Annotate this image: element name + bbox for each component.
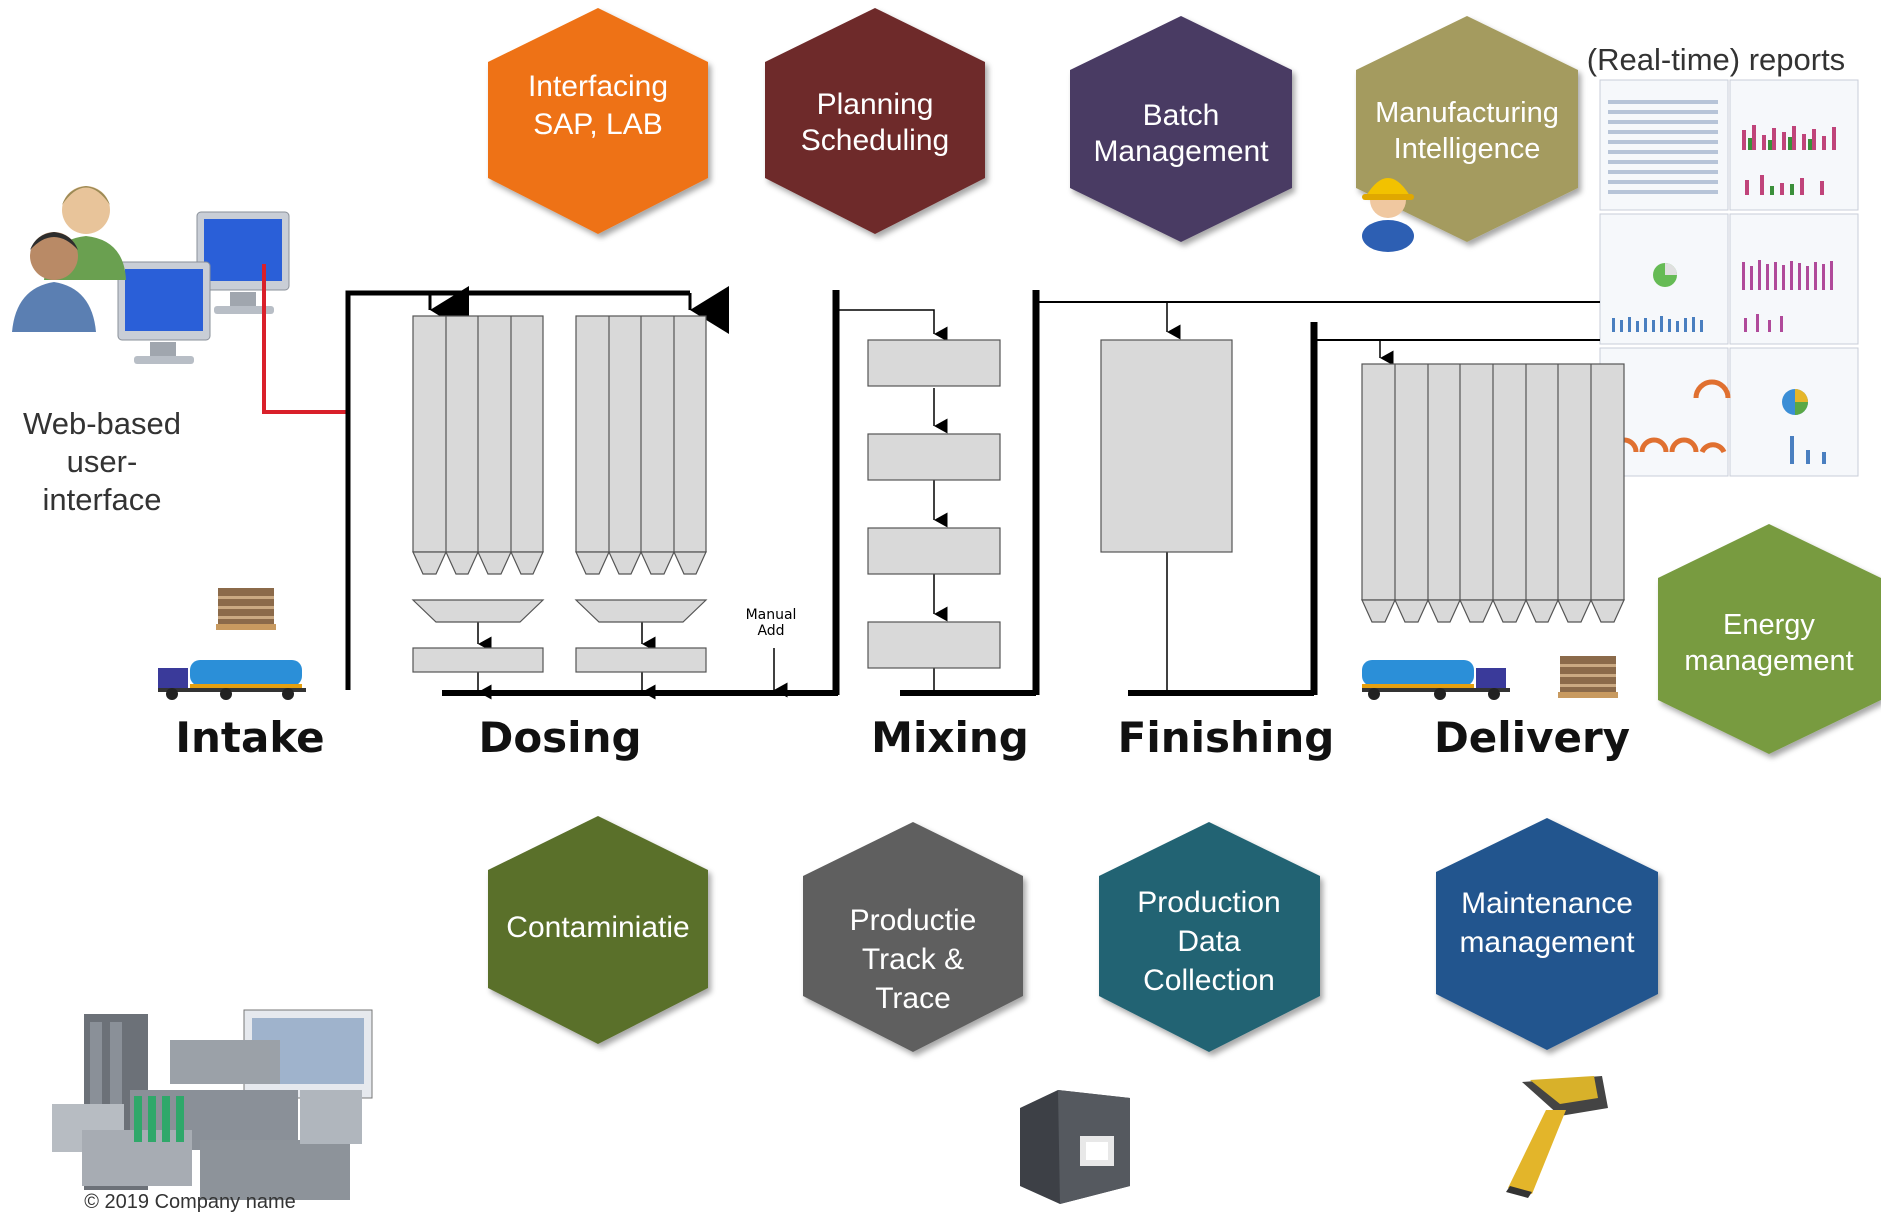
finishing-unit: [1100, 339, 1233, 553]
dosing-silos: [411, 315, 708, 673]
mixing-units: [867, 339, 1001, 669]
energy-line1: Energy: [1723, 609, 1815, 641]
network-link: [262, 264, 348, 414]
stage-mixing: Mixing: [871, 713, 1029, 762]
planning-line1: Planning: [817, 88, 934, 121]
pallet-icon: [216, 588, 276, 630]
tanker-truck-icon: [158, 660, 306, 700]
productie-hex: [803, 822, 1023, 1052]
manual-add-line2: Add: [757, 623, 784, 639]
planning-hex: [765, 8, 985, 234]
productie-line2: Track &: [862, 943, 964, 976]
worker-icon: [1362, 178, 1414, 252]
batch-line2: Management: [1093, 135, 1269, 168]
web-ui-line3: interface: [43, 482, 162, 517]
stage-dosing: Dosing: [478, 713, 641, 762]
delivery-silos: [1361, 363, 1625, 623]
interfacing-line1: Interfacing: [528, 70, 668, 103]
pallet-icon: [1558, 656, 1618, 698]
energy-hex: [1658, 524, 1881, 754]
manufacturing-line2: Intelligence: [1394, 133, 1541, 165]
maintenance-line1: Maintenance: [1461, 887, 1633, 920]
contamination-line1: Contaminiatie: [506, 911, 689, 944]
stage-intake: Intake: [175, 713, 324, 762]
interfacing-hex: [488, 8, 708, 234]
production-data-hex: [1099, 822, 1320, 1052]
process-lines: [345, 286, 1600, 700]
productie-line1: Productie: [850, 904, 977, 937]
stage-delivery: Delivery: [1434, 713, 1630, 762]
production-data-line3: Collection: [1143, 964, 1275, 997]
manual-add-line1: Manual: [746, 607, 797, 623]
reports-thumbnails: [1599, 79, 1859, 477]
manufacturing-hex: [1356, 16, 1578, 242]
copyright: © 2019 Company name: [84, 1191, 296, 1213]
tanker-truck-icon: [1362, 660, 1510, 700]
stage-finishing: Finishing: [1118, 713, 1335, 762]
barcode-scanner-icon: [1506, 1076, 1608, 1198]
contamination-hex: [488, 816, 708, 1044]
web-ui-line2: user-: [67, 444, 138, 479]
production-data-line2: Data: [1177, 925, 1241, 958]
users-computers-icon: [12, 186, 290, 364]
label-printer-icon: [1020, 1090, 1130, 1204]
production-data-line1: Production: [1137, 886, 1280, 919]
planning-line2: Scheduling: [801, 124, 949, 157]
productie-line3: Trace: [875, 982, 951, 1015]
interfacing-line2: SAP, LAB: [533, 108, 663, 141]
maintenance-hex: [1436, 818, 1658, 1050]
reports-title: (Real-time) reports: [1587, 42, 1845, 77]
web-ui-line1: Web-based: [23, 406, 181, 441]
energy-line2: management: [1684, 645, 1853, 677]
batch-hex: [1070, 16, 1292, 242]
plc-hardware-icon: [52, 1009, 373, 1200]
manufacturing-line1: Manufacturing: [1375, 97, 1559, 129]
maintenance-line2: management: [1459, 926, 1635, 959]
batch-line1: Batch: [1143, 99, 1220, 132]
